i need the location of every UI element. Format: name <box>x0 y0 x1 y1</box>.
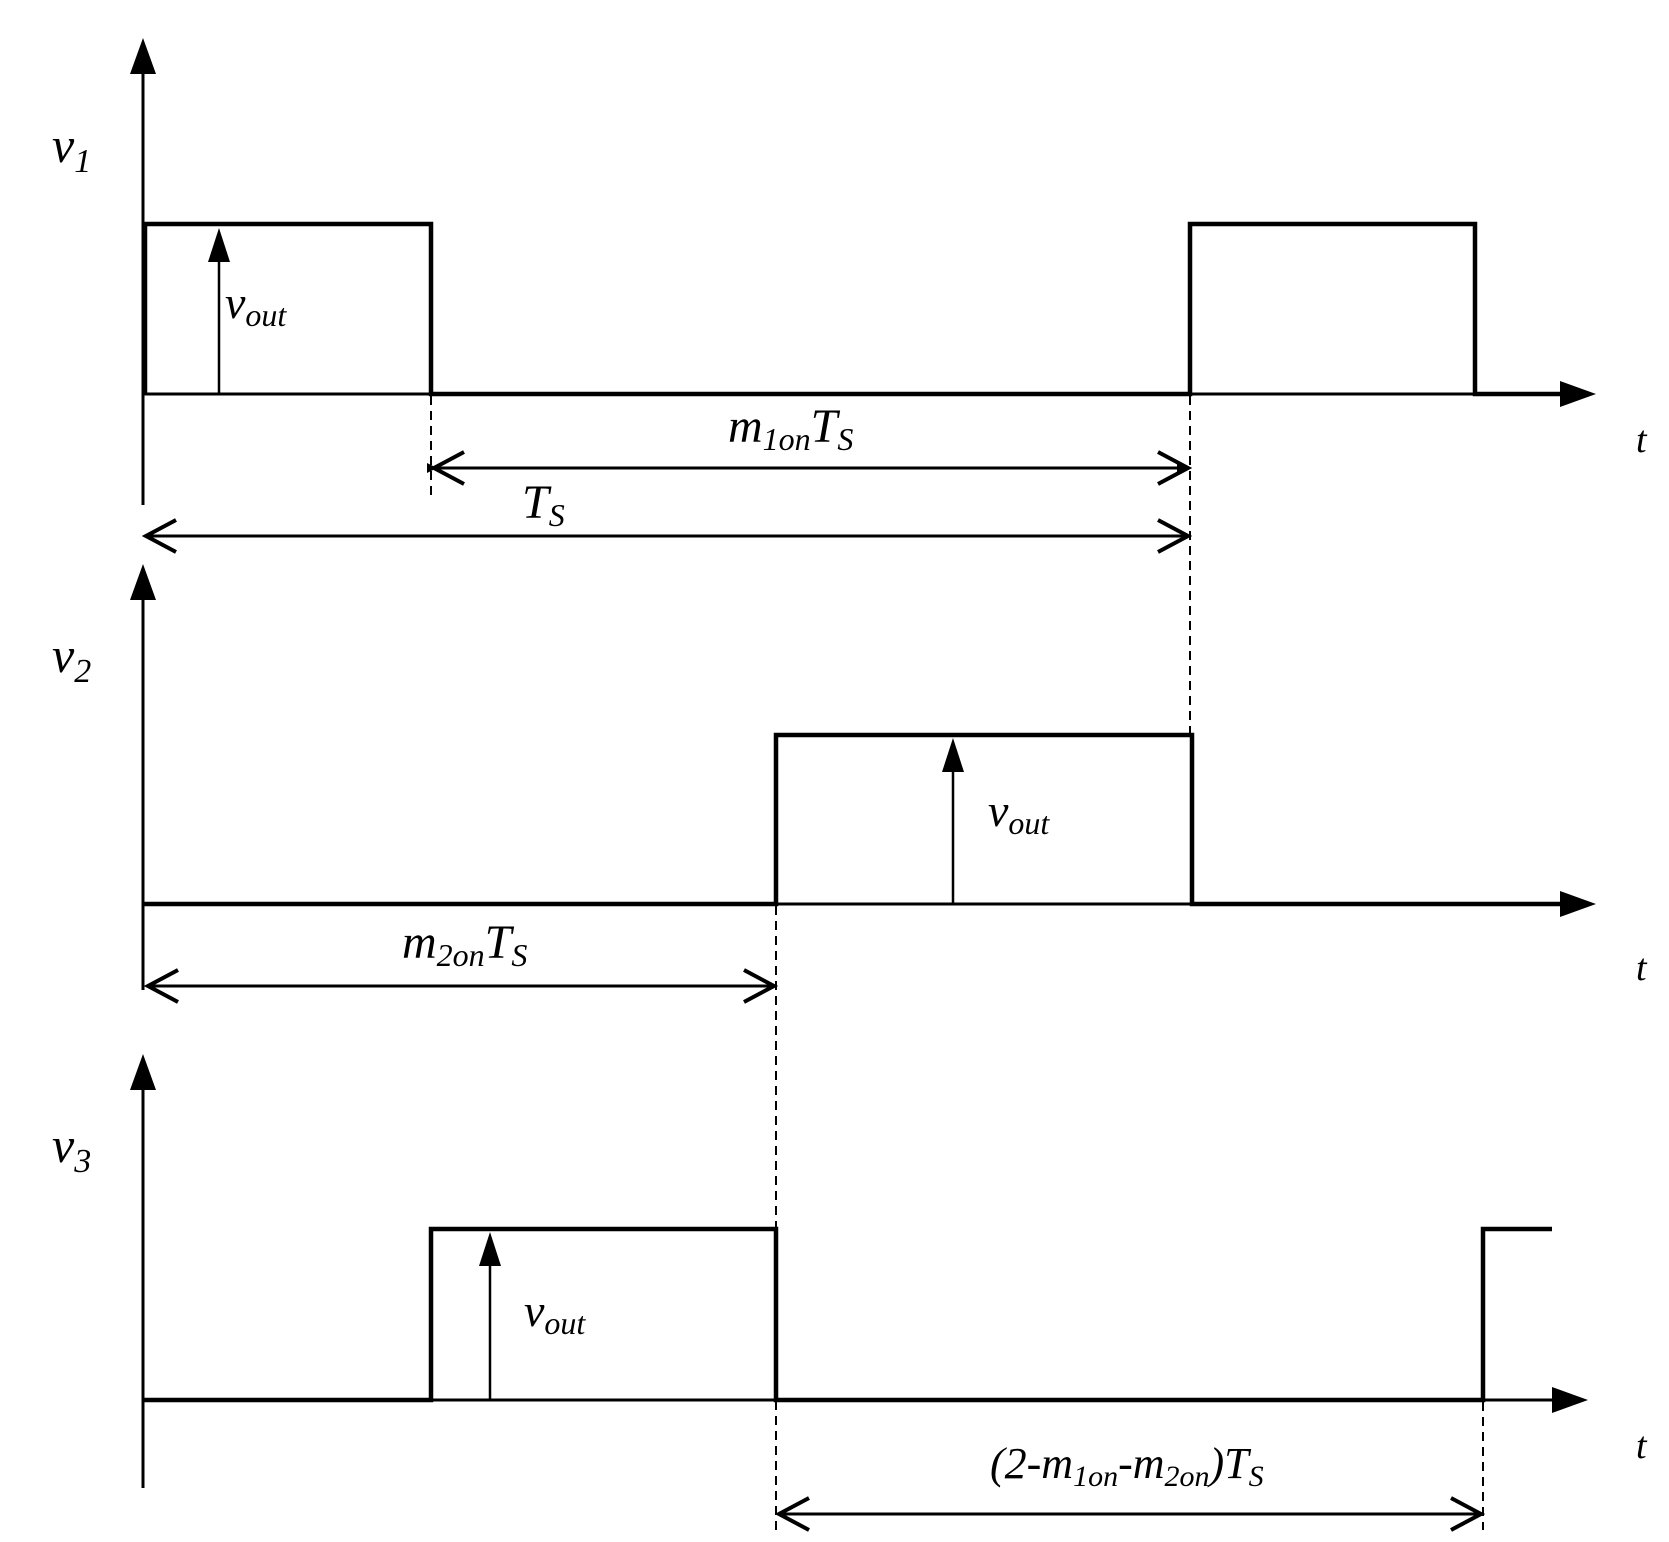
v3-amplitude-label: vout <box>524 1285 586 1341</box>
v3-amplitude-arrowhead <box>479 1232 501 1266</box>
v3-waveform <box>143 1226 1552 1403</box>
v1-t-label: t <box>1636 419 1648 461</box>
v3-time-arrowhead <box>1552 1387 1588 1413</box>
v2-axis-arrowhead <box>130 564 156 600</box>
v1-amplitude-label: vout <box>225 277 287 333</box>
v1-dim-period-label: TS <box>522 476 565 533</box>
v3-axis-arrowhead <box>130 1054 156 1090</box>
v1-axis-label: v1 <box>52 117 91 180</box>
v2-dim-m2on-label: m2onTS <box>402 916 527 973</box>
v1-axis-arrowhead <box>130 38 156 74</box>
panel-v1: v1 t vout m1onTS TS <box>52 38 1648 735</box>
v2-amplitude-label: vout <box>988 785 1050 841</box>
v2-waveform <box>143 732 1560 907</box>
v1-waveform <box>142 221 1560 397</box>
v3-t-label: t <box>1636 1425 1648 1467</box>
v2-time-arrowhead <box>1560 891 1596 917</box>
panel-v3: v3 t vout (2-m1on-m2on)TS <box>52 1054 1648 1532</box>
v3-dim-off-label: (2-m1on-m2on)TS <box>990 1439 1264 1493</box>
panel-v2: v2 t vout m2onTS <box>52 564 1648 1530</box>
v2-amplitude-arrowhead <box>942 738 964 772</box>
v1-dim-m1on-label: m1onTS <box>728 400 853 457</box>
v3-axis-label: v3 <box>52 1117 91 1180</box>
v2-axis-label: v2 <box>52 627 91 690</box>
v2-t-label: t <box>1636 947 1648 989</box>
v1-amplitude-arrowhead <box>208 228 230 262</box>
v1-time-arrowhead <box>1560 381 1596 407</box>
